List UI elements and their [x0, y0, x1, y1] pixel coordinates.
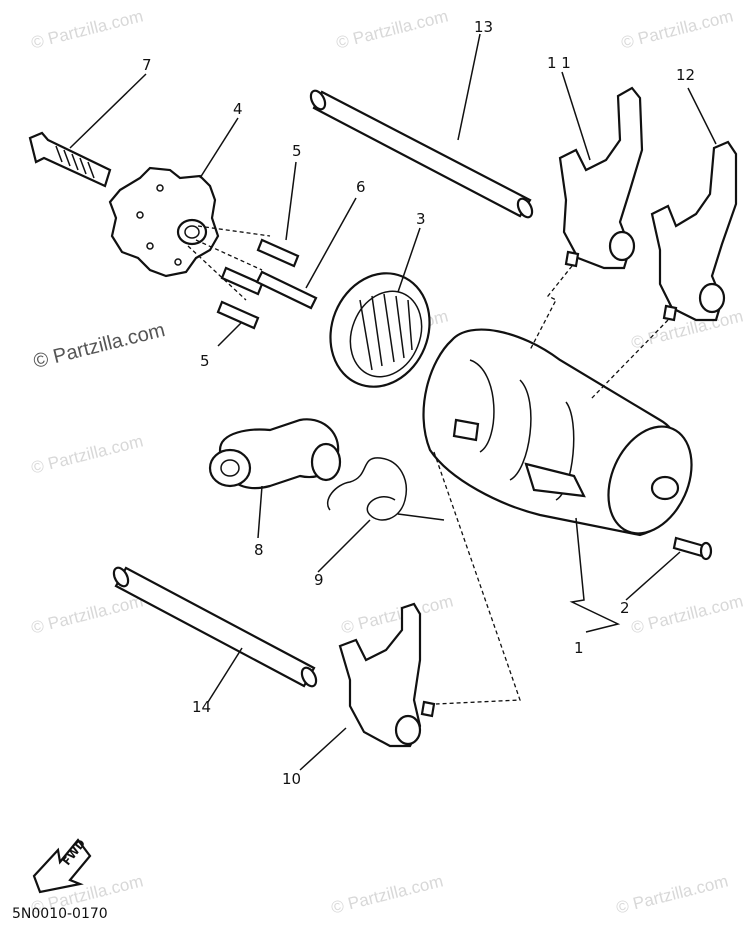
part-1-shift-drum	[422, 328, 693, 537]
callout-14: 14	[192, 698, 212, 716]
callout-6: 6	[356, 178, 366, 196]
fwd-arrow-icon: FWD	[32, 837, 92, 894]
callout-8: 8	[254, 541, 264, 559]
assembly-line	[589, 319, 669, 401]
callout-2: 2	[620, 599, 630, 617]
part-12-shift-fork	[650, 140, 738, 322]
part-14-guide-bar	[112, 566, 318, 688]
part-7-bolt	[28, 131, 112, 188]
part-9-spring	[327, 457, 445, 521]
callout-4: 4	[233, 100, 243, 118]
callout-13: 13	[474, 18, 494, 36]
part-5-pin-upper	[256, 238, 300, 268]
callout-12: 12	[676, 66, 696, 84]
callout-5-lower: 5	[200, 352, 210, 370]
callout-7: 7	[142, 56, 152, 74]
callout-3: 3	[416, 210, 426, 228]
callout-9: 9	[314, 571, 324, 589]
assembly-line	[433, 451, 521, 705]
part-2-pin	[672, 536, 713, 561]
part-11-shift-fork	[558, 86, 644, 270]
part-10-shift-fork	[338, 602, 436, 748]
part-5-pin-middle	[220, 266, 264, 296]
part-13-guide-bar	[309, 89, 534, 219]
part-8-lever	[208, 418, 342, 490]
assembly-line	[529, 265, 573, 351]
callout-10: 10	[282, 770, 302, 788]
part-6-pin	[255, 270, 318, 310]
part-4-segment	[108, 166, 220, 278]
diagram-code: 5N0010-0170	[12, 906, 108, 922]
leader-lines	[69, 33, 717, 771]
callout-1: 1	[574, 639, 584, 657]
assembly-line	[187, 225, 271, 301]
callout-5-upper: 5	[292, 142, 302, 160]
part-5-pin-lower	[216, 300, 260, 330]
part-3-bearing	[329, 272, 431, 388]
callout-11: 1 1	[547, 54, 571, 72]
